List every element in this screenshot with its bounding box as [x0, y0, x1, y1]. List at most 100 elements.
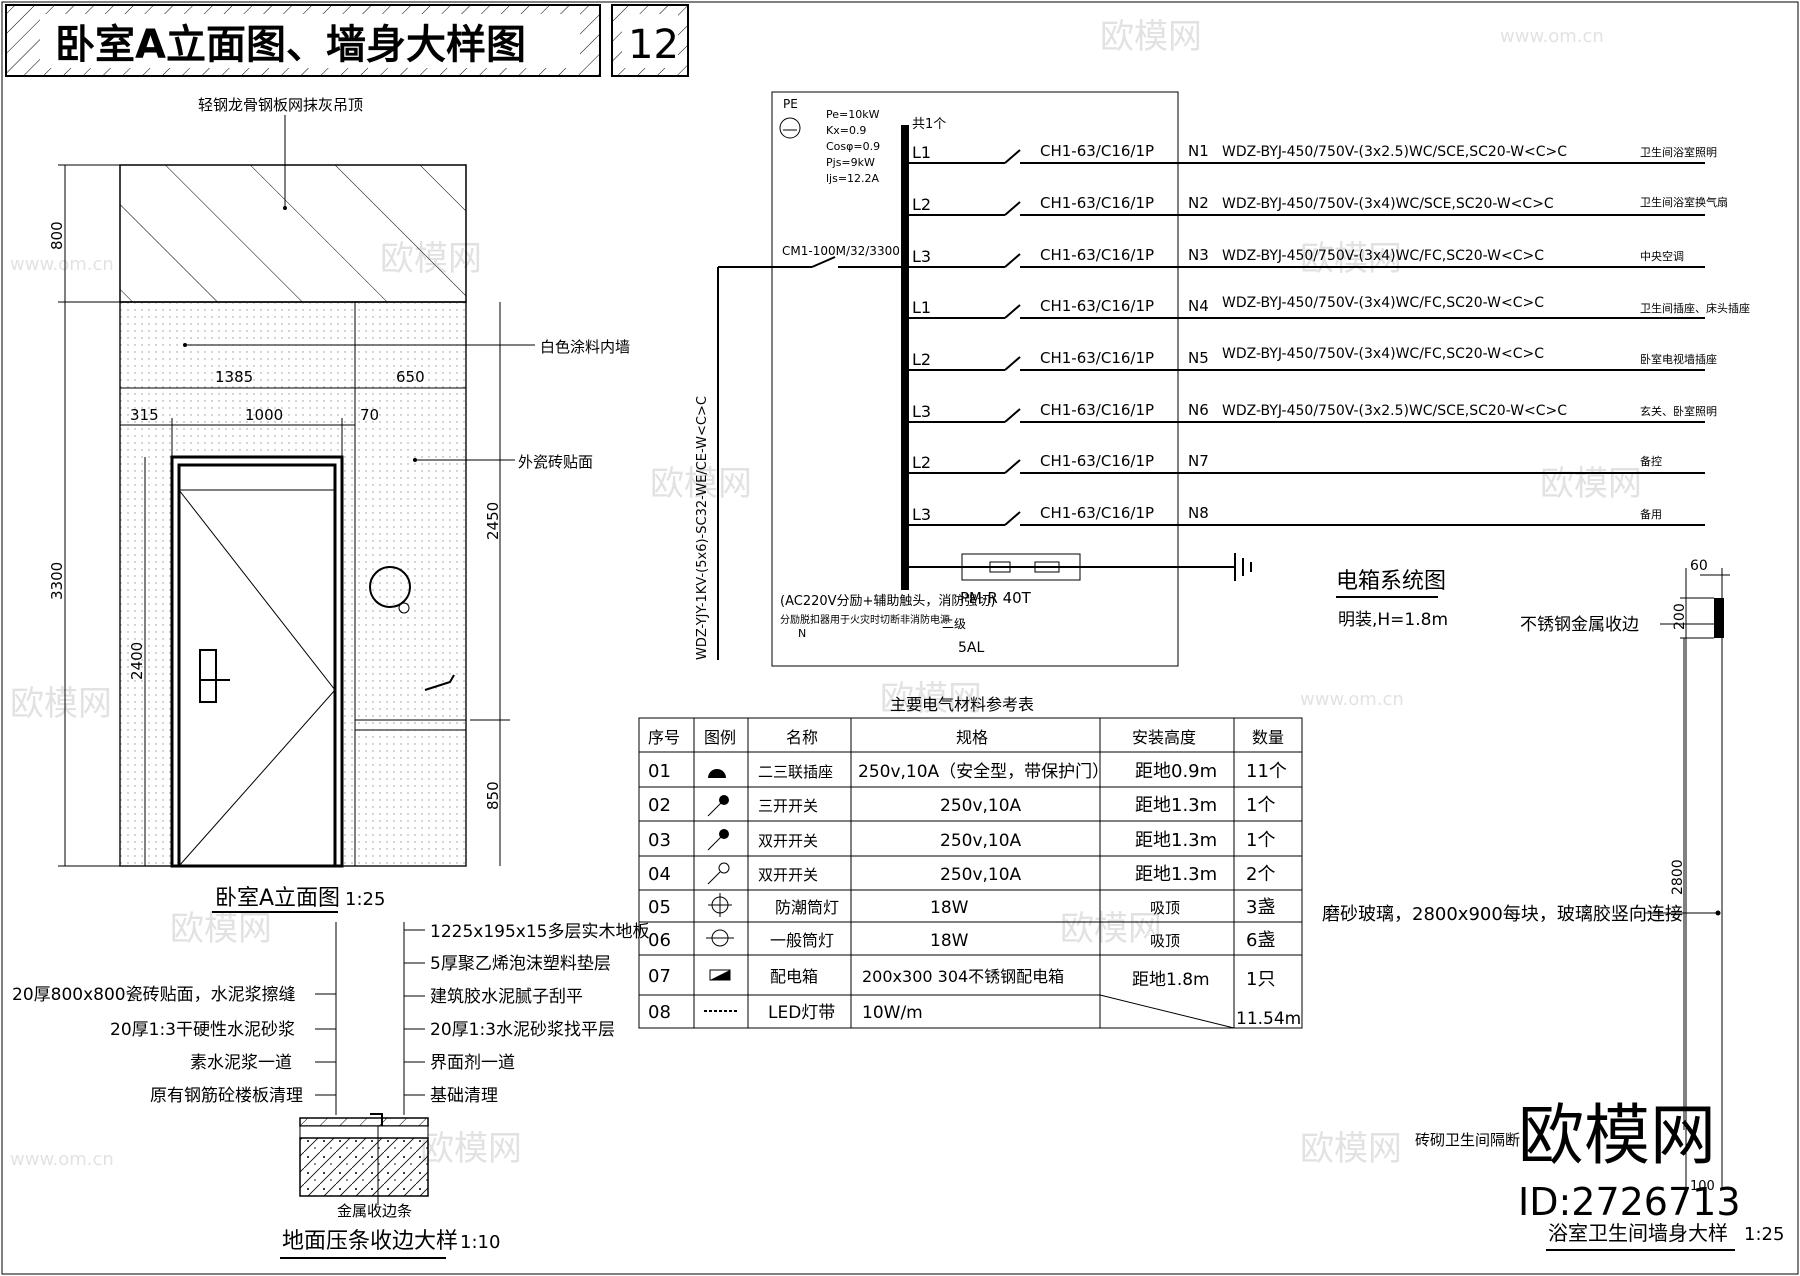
- table-row: 08 LED灯带 10W/m 11.54m: [648, 1002, 1301, 1029]
- svg-text:备控: 备控: [1640, 454, 1662, 468]
- floor-detail-caption: 地面压条收边大样: [282, 1229, 458, 1254]
- dim-1385: 1385: [215, 368, 253, 386]
- bus-label: 共1个: [912, 117, 946, 132]
- svg-text:L2: L2: [912, 453, 931, 472]
- svg-text:卫生间插座、床头插座: 卫生间插座、床头插座: [1640, 301, 1750, 315]
- svg-text:3盏: 3盏: [1246, 897, 1275, 918]
- svg-text:距地1.3m: 距地1.3m: [1135, 795, 1217, 816]
- svg-text:距地0.9m: 距地0.9m: [1135, 761, 1217, 782]
- dim-70: 70: [360, 406, 379, 424]
- svg-text:03: 03: [648, 830, 671, 851]
- circuit-row: L2 CH1-63/C16/1P N7 备控: [905, 452, 1705, 474]
- watermark-brand: 欧模网: [1100, 17, 1202, 57]
- table-header-row: 序号 图例 名称 规格 安装高度 数量: [648, 728, 1284, 747]
- svg-text:吸顶: 吸顶: [1150, 899, 1180, 917]
- svg-text:1个: 1个: [1246, 795, 1275, 816]
- panel-outline: [771, 91, 1179, 667]
- door-lock-icon: [199, 649, 217, 703]
- system-title: 电箱系统图: [1336, 569, 1446, 594]
- svg-text:L2: L2: [912, 195, 931, 214]
- watermark-brand: 欧模网: [1060, 909, 1162, 949]
- svg-text:250v,10A: 250v,10A: [940, 865, 1022, 885]
- layer-label: 1225x195x15多层实木地板: [430, 922, 649, 942]
- svg-text:双开开关: 双开开关: [758, 866, 818, 884]
- dim-1000: 1000: [245, 406, 283, 424]
- watermark-brand: 欧模网: [650, 464, 752, 504]
- base-note: 砖砌卫生间隔断: [1415, 1131, 1520, 1149]
- svg-text:CH1-63/C16/1P: CH1-63/C16/1P: [1040, 504, 1154, 522]
- dim-200: 200: [1672, 603, 1688, 630]
- svg-text:18W: 18W: [930, 931, 969, 951]
- table-row: 05 防潮筒灯 18W 吸顶 3盏: [648, 893, 1275, 918]
- svg-text:序号: 序号: [648, 728, 680, 747]
- spd-model: PM-R 40T: [960, 589, 1032, 607]
- svg-text:图例: 图例: [704, 728, 736, 747]
- svg-text:一般筒灯: 一般筒灯: [770, 931, 834, 950]
- param-line: Cosφ=0.9: [826, 140, 880, 153]
- layer-label: 基础清理: [430, 1086, 498, 1106]
- circuit-row: L1 CH1-63/C16/1P N4 WDZ-BYJ-450/750V-(3x…: [905, 295, 1750, 319]
- svg-text:卫生间浴室照明: 卫生间浴室照明: [1640, 145, 1717, 159]
- svg-text:04: 04: [648, 864, 671, 885]
- metal-strip-icon: [370, 1113, 383, 1126]
- svg-text:CH1-63/C16/1P: CH1-63/C16/1P: [1040, 194, 1154, 212]
- circuit-row: L3 CH1-63/C16/1P N6 WDZ-BYJ-450/750V-(3x…: [905, 401, 1717, 423]
- dim-800: 800: [48, 221, 66, 250]
- svg-text:CH1-63/C16/1P: CH1-63/C16/1P: [1040, 246, 1154, 264]
- svg-text:WDZ-BYJ-450/750V-(3x2.5)WC/SCE: WDZ-BYJ-450/750V-(3x2.5)WC/SCE,SC20-W<C>…: [1222, 403, 1567, 419]
- svg-text:1只: 1只: [1246, 969, 1275, 990]
- floor-detail: 1225x195x15多层实木地板 5厚聚乙烯泡沫塑料垫层 建筑胶水泥腻子刮平 …: [12, 922, 649, 1259]
- svg-text:CH1-63/C16/1P: CH1-63/C16/1P: [1040, 349, 1154, 367]
- watermark-url: www.om.cn: [1300, 689, 1404, 710]
- dim-60: 60: [1690, 558, 1708, 574]
- layer-label: 20厚1:3干硬性水泥砂浆: [110, 1020, 295, 1040]
- svg-text:CH1-63/C16/1P: CH1-63/C16/1P: [1040, 401, 1154, 419]
- layer-label: 5厚聚乙烯泡沫塑料垫层: [430, 954, 611, 974]
- wall-detail-caption: 浴室卫生间墙身大样: [1548, 1221, 1728, 1245]
- svg-text:N1: N1: [1188, 142, 1209, 160]
- dim-2400: 2400: [128, 642, 146, 680]
- param-line: Pe=10kW: [826, 108, 880, 121]
- layer-label: 20厚800x800瓷砖贴面，水泥浆擦缝: [12, 985, 296, 1005]
- dim-100: 100: [1690, 1179, 1715, 1194]
- ground-icon: [779, 117, 801, 139]
- circuit-row: L3 CH1-63/C16/1P N3 WDZ-BYJ-450/750V-(3x…: [905, 246, 1705, 268]
- svg-text:名称: 名称: [786, 728, 818, 747]
- svg-text:备用: 备用: [1640, 507, 1662, 521]
- ceiling-note: 轻钢龙骨钢板网抹灰吊顶: [198, 96, 363, 114]
- pe-label: PE: [783, 97, 798, 111]
- door-leaf: [177, 463, 337, 868]
- elevation-caption: 卧室A立面图: [215, 886, 340, 911]
- dual-switch-icon: [707, 862, 730, 885]
- svg-text:距地1.3m: 距地1.3m: [1135, 864, 1217, 885]
- watermark-brand: 欧模网: [10, 684, 112, 724]
- svg-text:200x300 304不锈钢配电箱: 200x300 304不锈钢配电箱: [862, 967, 1064, 986]
- svg-text:安装高度: 安装高度: [1132, 728, 1196, 747]
- svg-text:N6: N6: [1188, 401, 1209, 419]
- table-row: 03 双开开关 250v,10A 距地1.3m 1个: [648, 829, 1275, 851]
- svg-text:WDZ-BYJ-450/750V-(3x4)WC/FC,SC: WDZ-BYJ-450/750V-(3x4)WC/FC,SC20-W<C>C: [1222, 248, 1544, 264]
- watermark-brand: 欧模网: [1540, 464, 1642, 504]
- main-breaker: CM1-100M/32/3300: [782, 244, 900, 258]
- table-title: 主要电气材料参考表: [890, 695, 1034, 714]
- dim-650: 650: [396, 368, 425, 386]
- switch-icon: [707, 795, 729, 817]
- table-row: 01 二三联插座 250v,10A（安全型，带保护门） 距地0.9m 11个: [648, 761, 1287, 782]
- metal-edge-profile: [1714, 598, 1724, 638]
- param-line: ljs=12.2A: [826, 172, 880, 185]
- svg-text:CH1-63/C16/1P: CH1-63/C16/1P: [1040, 297, 1154, 315]
- watermark-brand: 欧模网: [1300, 239, 1402, 279]
- svg-text:N3: N3: [1188, 246, 1209, 264]
- table-row: 04 双开开关 250v,10A 距地1.3m 2个: [648, 862, 1275, 885]
- door-frame: [170, 455, 344, 868]
- svg-text:双开开关: 双开开关: [758, 832, 818, 850]
- svg-text:LED灯带: LED灯带: [768, 1003, 835, 1023]
- param-line: Pjs=9kW: [826, 156, 875, 169]
- svg-text:二三联插座: 二三联插座: [758, 763, 833, 781]
- spd-sub: 二级: [942, 617, 966, 631]
- svg-text:距地1.8m: 距地1.8m: [1132, 970, 1210, 990]
- svg-text:18W: 18W: [930, 898, 969, 918]
- svg-text:N7: N7: [1188, 452, 1209, 470]
- panel-icon: [709, 969, 731, 981]
